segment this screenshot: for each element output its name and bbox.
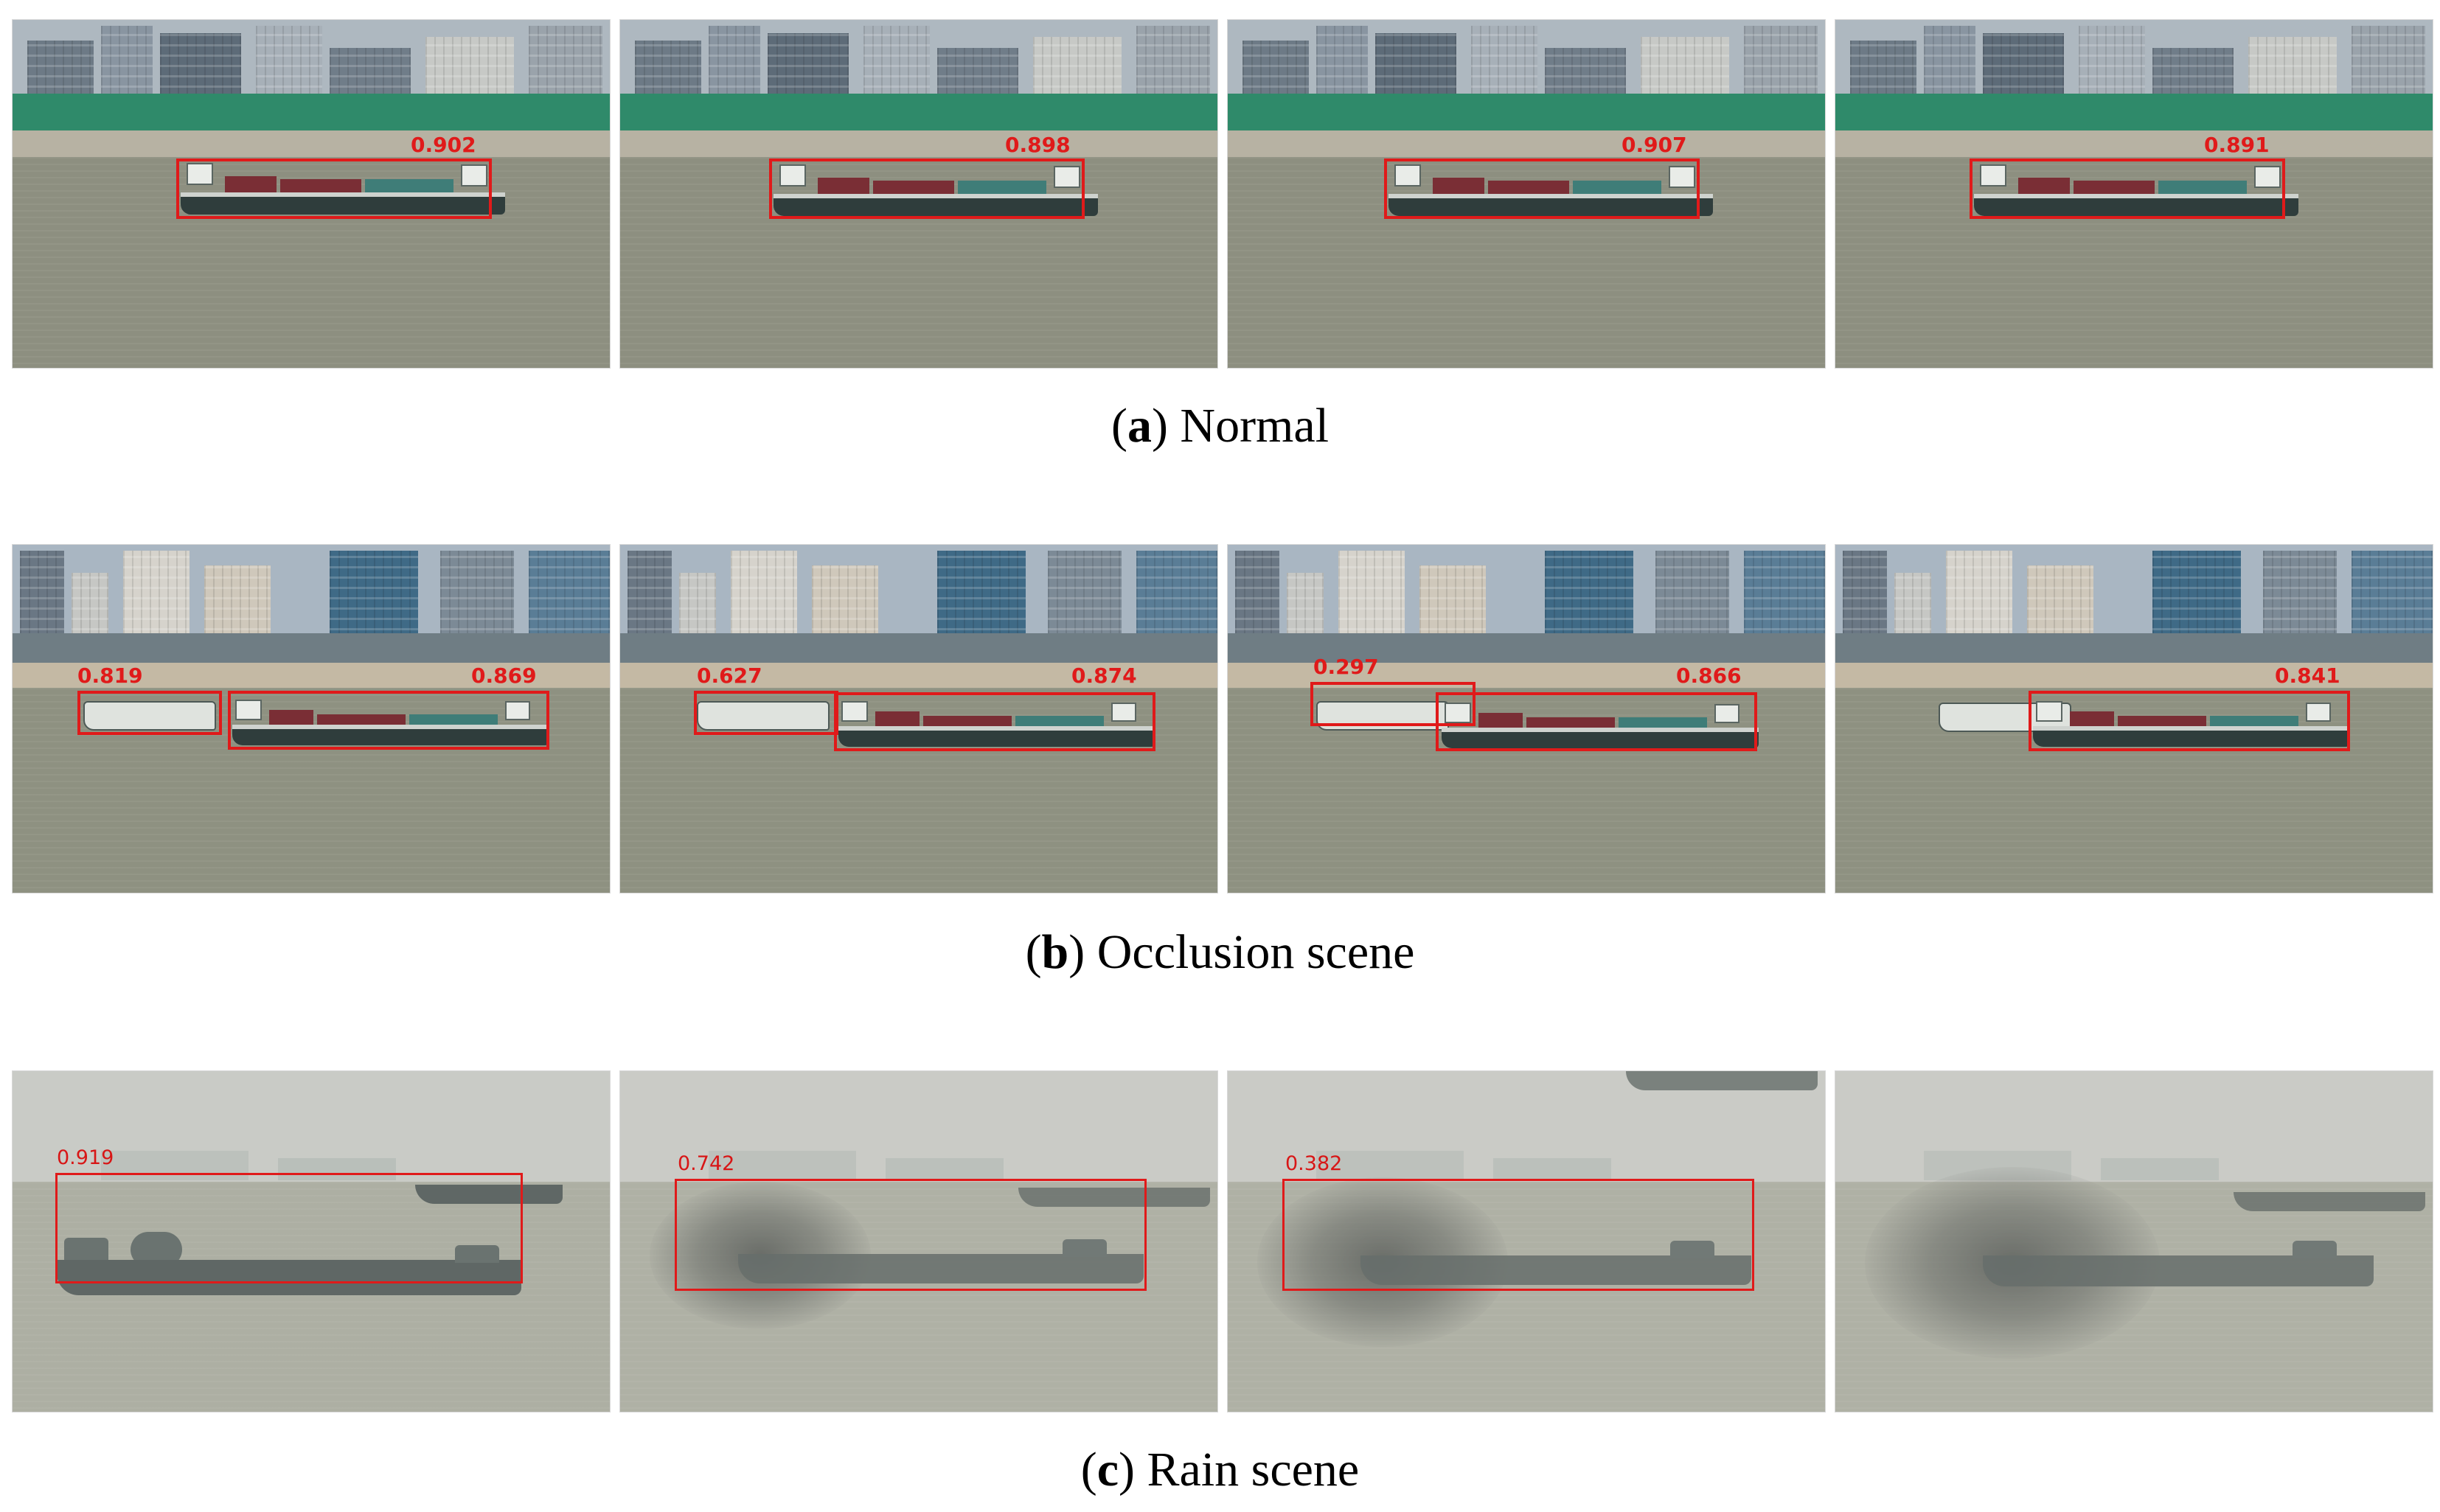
detection-score: 0.869	[471, 663, 537, 688]
detection-box	[228, 691, 549, 750]
detection-box	[1436, 692, 1757, 751]
detection-box	[675, 1179, 1147, 1291]
frame-normal-3: 0.907	[1227, 19, 1826, 369]
detection-box	[1384, 158, 1700, 219]
detection-score: 0.841	[2275, 663, 2340, 688]
frame-occlusion-1: 0.819 0.869	[12, 544, 611, 893]
detection-score: 0.907	[1622, 133, 1687, 157]
frame-occlusion-3: 0.297 0.866	[1227, 544, 1826, 893]
detection-box	[1282, 1179, 1754, 1291]
frame-rain-2: 0.742	[619, 1070, 1218, 1412]
frame-normal-2: 0.898	[619, 19, 1218, 369]
caption-occlusion: (b) Occlusion scene	[1025, 925, 1415, 979]
detection-score: 0.919	[57, 1146, 114, 1169]
detection-score: 0.382	[1285, 1152, 1343, 1175]
detection-score: 0.742	[678, 1152, 735, 1175]
caption-normal: (a) Normal	[1110, 399, 1330, 453]
detection-box	[834, 692, 1155, 751]
detection-box	[1970, 158, 2285, 219]
detection-score: 0.819	[77, 663, 143, 688]
detection-box	[2029, 691, 2350, 751]
frame-rain-1: 0.919	[12, 1070, 611, 1412]
detection-box	[176, 158, 492, 219]
detection-box	[769, 158, 1085, 219]
frame-rain-4	[1835, 1070, 2433, 1412]
detection-score: 0.627	[697, 663, 762, 688]
detection-box	[55, 1173, 523, 1283]
detection-score: 0.891	[2204, 133, 2270, 157]
detection-score: 0.898	[1005, 133, 1071, 157]
frame-normal-1: 0.902	[12, 19, 611, 369]
detection-box	[77, 691, 222, 735]
detection-score: 0.874	[1071, 663, 1137, 688]
frame-rain-3: 0.382	[1227, 1070, 1826, 1412]
detection-box	[1310, 682, 1476, 726]
detection-score: 0.902	[411, 133, 476, 157]
detection-score: 0.866	[1676, 663, 1742, 688]
frame-occlusion-2: 0.627 0.874	[619, 544, 1218, 893]
detection-score: 0.297	[1313, 655, 1379, 679]
frame-normal-4: 0.891	[1835, 19, 2433, 369]
frame-occlusion-4: 0.841	[1835, 544, 2433, 893]
detection-box	[694, 691, 838, 735]
caption-rain: (c) Rain scene	[1080, 1443, 1360, 1497]
